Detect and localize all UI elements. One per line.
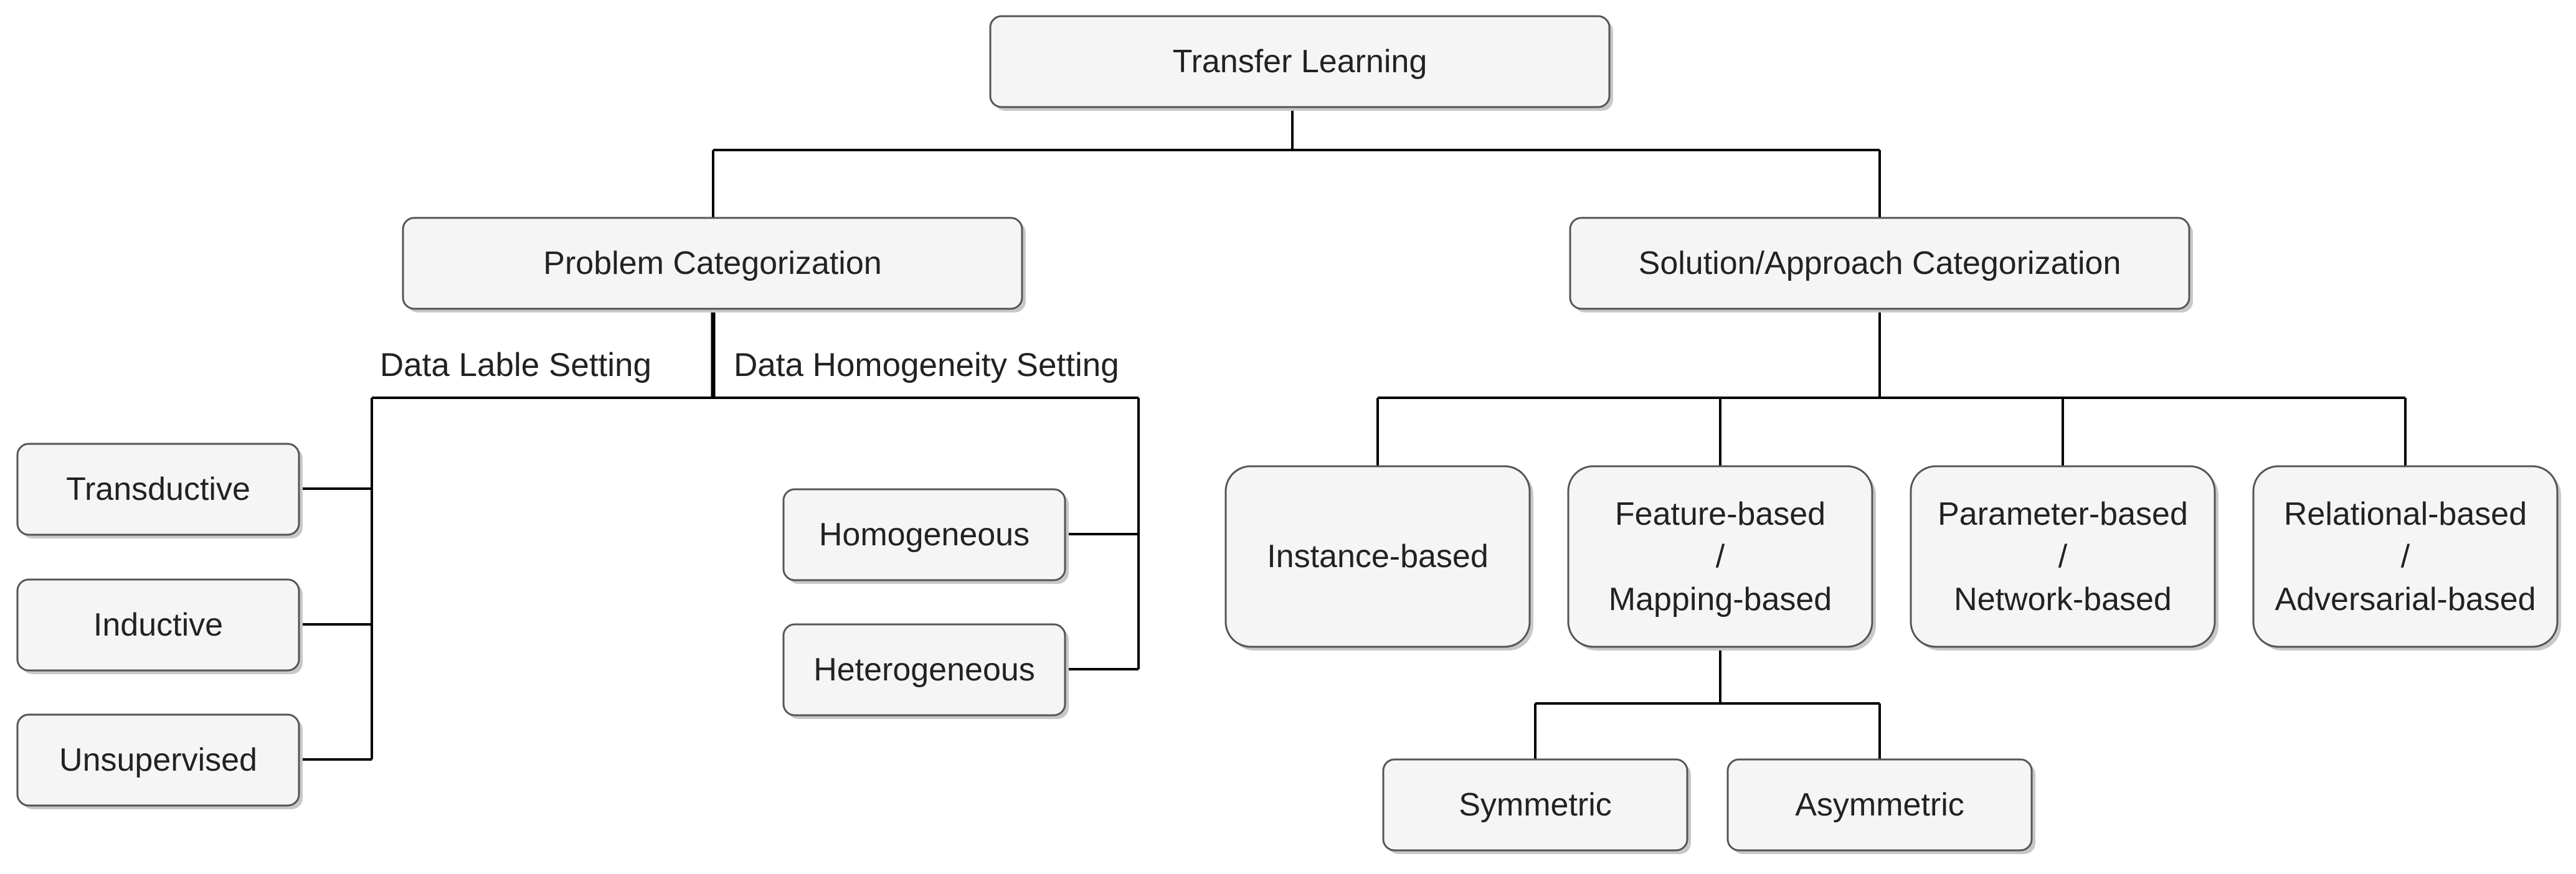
node-relational-adversarial-based: Relational-based / Adversarial-based — [2252, 465, 2561, 651]
node-transductive-label: Transductive — [66, 471, 250, 507]
node-adversarial-based-label: Adversarial-based — [2275, 581, 2536, 618]
node-inductive: Inductive — [16, 578, 303, 674]
node-symmetric-label: Symmetric — [1459, 787, 1612, 823]
node-transfer-learning-label: Transfer Learning — [1173, 44, 1428, 80]
node-feature-based-label: Feature-based — [1615, 496, 1825, 532]
node-problem-categorization: Problem Categorization — [402, 217, 1026, 312]
node-relational-separator: / — [2401, 538, 2410, 575]
node-homogeneous: Homogeneous — [782, 488, 1069, 584]
node-symmetric: Symmetric — [1382, 758, 1691, 854]
node-instance-based: Instance-based — [1224, 465, 1533, 651]
node-problem-categorization-label: Problem Categorization — [543, 245, 881, 281]
node-network-based-label: Network-based — [1954, 581, 2172, 618]
node-heterogeneous-label: Heterogeneous — [813, 652, 1035, 688]
node-feature-separator: / — [1716, 538, 1725, 575]
node-homogeneous-label: Homogeneous — [819, 517, 1030, 553]
node-unsupervised: Unsupervised — [16, 713, 303, 809]
edge-label-data-lable-setting: Data Lable Setting — [380, 347, 651, 383]
node-parameter-separator: / — [2058, 538, 2068, 575]
node-transductive: Transductive — [16, 443, 303, 538]
node-unsupervised-label: Unsupervised — [59, 742, 257, 778]
node-mapping-based-label: Mapping-based — [1609, 581, 1832, 618]
node-transfer-learning: Transfer Learning — [989, 15, 1613, 111]
node-parameter-network-based: Parameter-based / Network-based — [1910, 465, 2218, 651]
node-asymmetric-label: Asymmetric — [1795, 787, 1964, 823]
node-asymmetric: Asymmetric — [1726, 758, 2035, 854]
node-inductive-label: Inductive — [93, 607, 223, 643]
edge-label-data-homogeneity-setting: Data Homogeneity Setting — [734, 347, 1119, 383]
node-solution-categorization: Solution/Approach Categorization — [1569, 217, 2193, 312]
node-instance-based-label: Instance-based — [1267, 538, 1489, 575]
connector-lines — [300, 107, 2407, 761]
node-parameter-based-label: Parameter-based — [1938, 496, 2188, 532]
node-solution-categorization-label: Solution/Approach Categorization — [1639, 245, 2121, 281]
node-relational-based-label: Relational-based — [2284, 496, 2527, 532]
node-heterogeneous: Heterogeneous — [782, 623, 1069, 719]
node-feature-mapping-based: Feature-based / Mapping-based — [1567, 465, 1876, 651]
